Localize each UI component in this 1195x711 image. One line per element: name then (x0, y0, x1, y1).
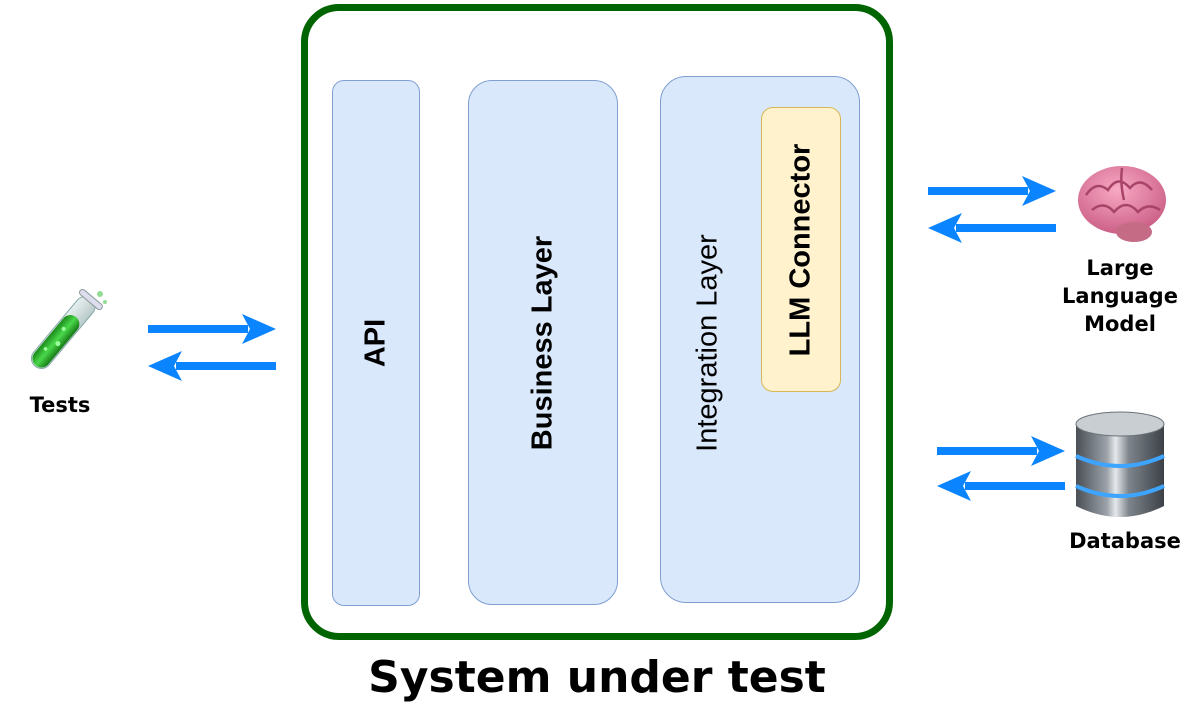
llm-connector: LLM Connector (761, 107, 841, 392)
test-tube-icon (30, 288, 107, 370)
llm-label: Large Language Model (1050, 254, 1190, 338)
integration-to-llm-arrow (928, 176, 1056, 206)
tests-label: Tests (29, 393, 91, 417)
llm-to-integration-arrow (928, 213, 1056, 243)
database-icon (1075, 411, 1165, 517)
api-to-tests-arrow (148, 351, 276, 381)
database-label: Database (1069, 529, 1181, 553)
system-under-test-title: System under test (368, 652, 826, 703)
brain-icon (1078, 166, 1166, 242)
llm-label-line-3: Model (1084, 312, 1156, 336)
database-to-integration-arrow (937, 471, 1065, 501)
business-layer: Business Layer (468, 80, 618, 605)
api-layer: API (332, 80, 420, 606)
integration-to-database-arrow (937, 436, 1065, 466)
llm-label-line-2: Language (1062, 284, 1178, 308)
llm-label-line-1: Large (1086, 256, 1154, 280)
tests-to-api-arrow (148, 314, 276, 344)
